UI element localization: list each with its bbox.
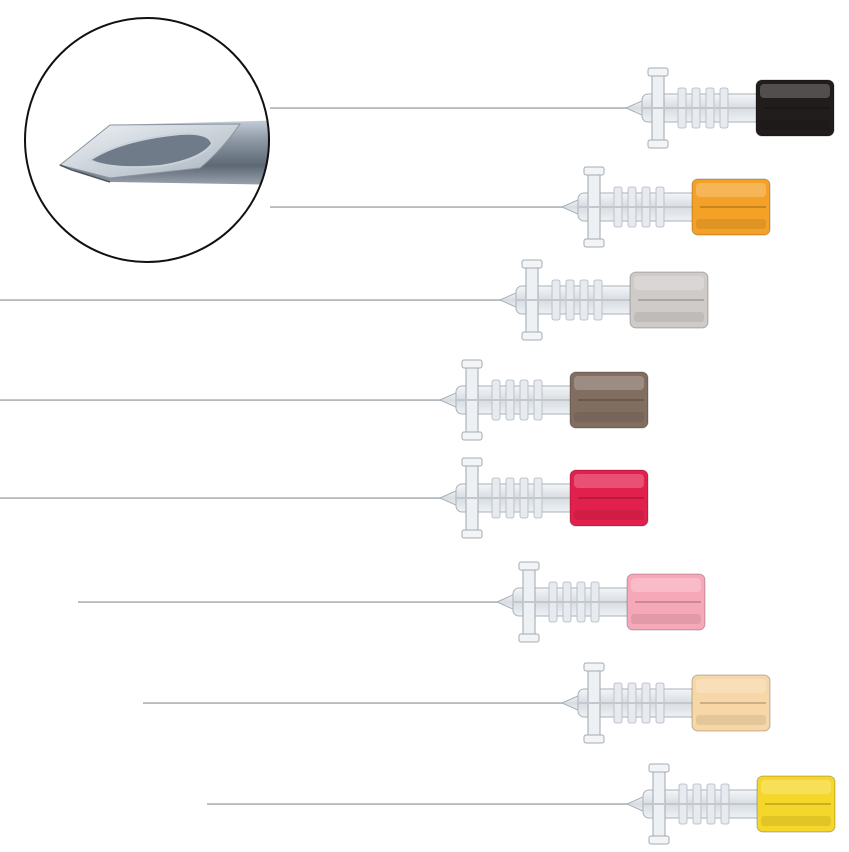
stylet-cap: [569, 371, 649, 429]
spinal-needle-4: [0, 359, 649, 441]
spinal-needle-6: [78, 561, 706, 643]
stylet-cap: [756, 775, 836, 833]
spinal-needle-5: [0, 457, 649, 539]
stylet-cap: [629, 271, 709, 329]
stylet-cap: [626, 573, 706, 631]
inset-border: [24, 17, 270, 263]
spinal-needle-8: [207, 763, 836, 845]
spinal-needle-1: [270, 67, 835, 149]
stylet-cap: [691, 178, 771, 236]
stylet-cap: [569, 469, 649, 527]
needle-tip-inset: [24, 17, 270, 263]
spinal-needle-3: [0, 259, 709, 341]
stylet-cap: [691, 674, 771, 732]
stylet-cap: [755, 79, 835, 137]
needle-tip-closeup: [58, 120, 269, 185]
spinal-needle-7: [143, 662, 771, 744]
spinal-needle-2: [270, 166, 771, 248]
needle-group: [0, 67, 836, 845]
